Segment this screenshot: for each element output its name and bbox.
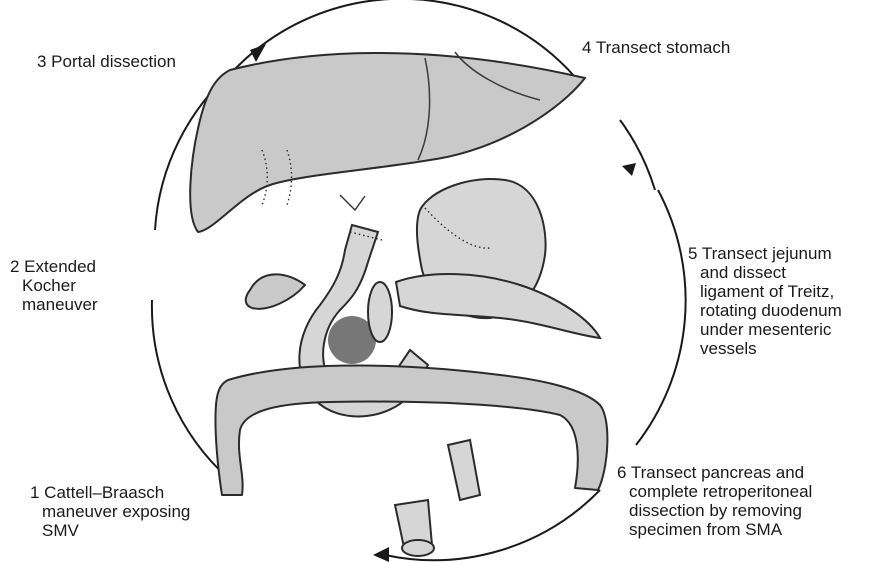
step-2-line: maneuver [10, 295, 98, 314]
step-1-line: maneuver exposing [30, 502, 190, 521]
step-2-line: 2 Extended [10, 257, 98, 276]
arrowhead-top [250, 44, 266, 62]
step-5-line: 5 Transect jejunum [688, 244, 842, 263]
step-3-label: 3 Portal dissection [37, 52, 176, 71]
step-1-label: 1 Cattell–Braasch maneuver exposing SMV [30, 483, 190, 540]
step-5-line: under mesenteric [688, 320, 842, 339]
step-5-line: rotating duodenum [688, 301, 842, 320]
gallbladder-icon [246, 274, 305, 308]
step-1-line: SMV [30, 521, 190, 540]
step-4-label: 4 Transect stomach [582, 38, 730, 57]
step-6-line: specimen from SMA [617, 520, 812, 539]
colon-icon [215, 365, 607, 495]
step-6-line: 6 Transect pancreas and [617, 463, 812, 482]
step-5-line: ligament of Treitz, [688, 282, 842, 301]
pancreas-icon [368, 274, 600, 342]
step-1-line: 1 Cattell–Braasch [30, 483, 190, 502]
step-2-label: 2 Extended Kocher maneuver [10, 257, 98, 314]
arrowhead-bottom [373, 547, 389, 562]
step-4-line: 4 Transect stomach [582, 38, 730, 57]
step-2-line: Kocher [10, 276, 98, 295]
step-6-label: 6 Transect pancreas and complete retrope… [617, 463, 812, 539]
step-6-line: complete retroperitoneal [617, 482, 812, 501]
step-5-line: and dissect [688, 263, 842, 282]
arrowhead-right [622, 163, 636, 176]
step-5-line: vessels [688, 339, 842, 358]
arc-step4-to-step5a [620, 120, 655, 190]
jejunum-stump-icon [395, 440, 480, 556]
step-5-label: 5 Transect jejunum and dissect ligament … [688, 244, 842, 358]
step-3-line: 3 Portal dissection [37, 52, 176, 71]
arc-step5-to-step6 [636, 190, 686, 445]
step-6-line: dissection by removing [617, 501, 812, 520]
